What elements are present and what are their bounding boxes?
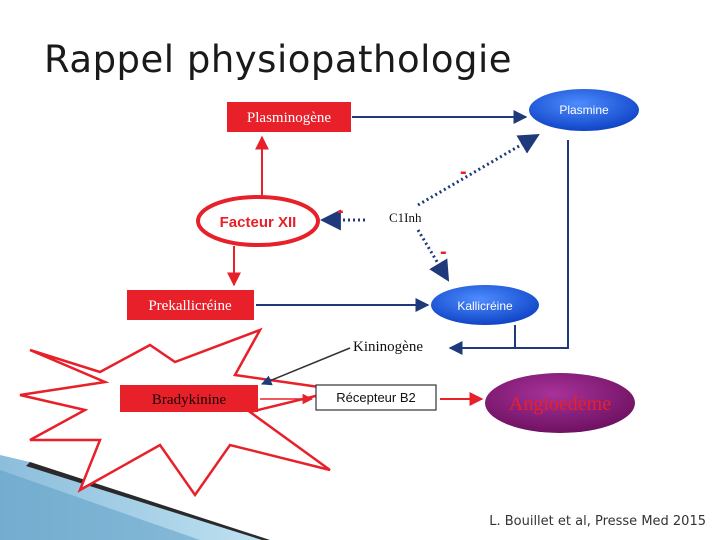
- plasmine-label: Plasmine: [559, 103, 609, 117]
- slide-title: Rappel physiopathologie: [44, 38, 513, 81]
- arrow-kininogene-to-bradykinine: [261, 347, 351, 386]
- c1inh-label: C1Inh: [389, 210, 422, 225]
- prekallicreine-label: Prekallicréine: [148, 298, 232, 314]
- bradykinine-box: Bradykinine: [120, 385, 258, 412]
- minus-sign-kallicreine: -: [440, 241, 447, 263]
- citation: L. Bouillet et al, Presse Med 2015: [489, 514, 706, 529]
- angioedeme-node: Angioedème: [485, 373, 635, 433]
- minus-sign-plasmine: -: [460, 161, 467, 183]
- kininogene-label: Kininogène: [353, 339, 423, 355]
- prekallicreine-box: Prekallicréine: [127, 290, 254, 320]
- recepteur-b2-label: Récepteur B2: [336, 390, 416, 405]
- recepteur-b2-box: Récepteur B2: [315, 384, 437, 411]
- minus-sign-facteur-xii: -: [337, 200, 344, 222]
- facteur-xii-node: Facteur XII: [196, 195, 320, 247]
- plasminogene-label: Plasminogène: [247, 110, 331, 126]
- kallicreine-node: Kallicréine: [431, 285, 539, 325]
- plasminogene-box: Plasminogène: [227, 102, 351, 132]
- plasmine-node: Plasmine: [529, 89, 639, 131]
- bradykinine-label: Bradykinine: [152, 392, 226, 408]
- bradykinine-starburst: [19, 327, 341, 498]
- facteur-xii-label: Facteur XII: [220, 214, 297, 231]
- inhibition-arrow-to-plasmine: [417, 133, 540, 207]
- decorative-corner-stripes: [0, 455, 270, 540]
- kallicreine-label: Kallicréine: [457, 299, 513, 313]
- angioedeme-label: Angioedème: [509, 393, 611, 415]
- arrow-plasmine-to-kininogene: [448, 140, 569, 355]
